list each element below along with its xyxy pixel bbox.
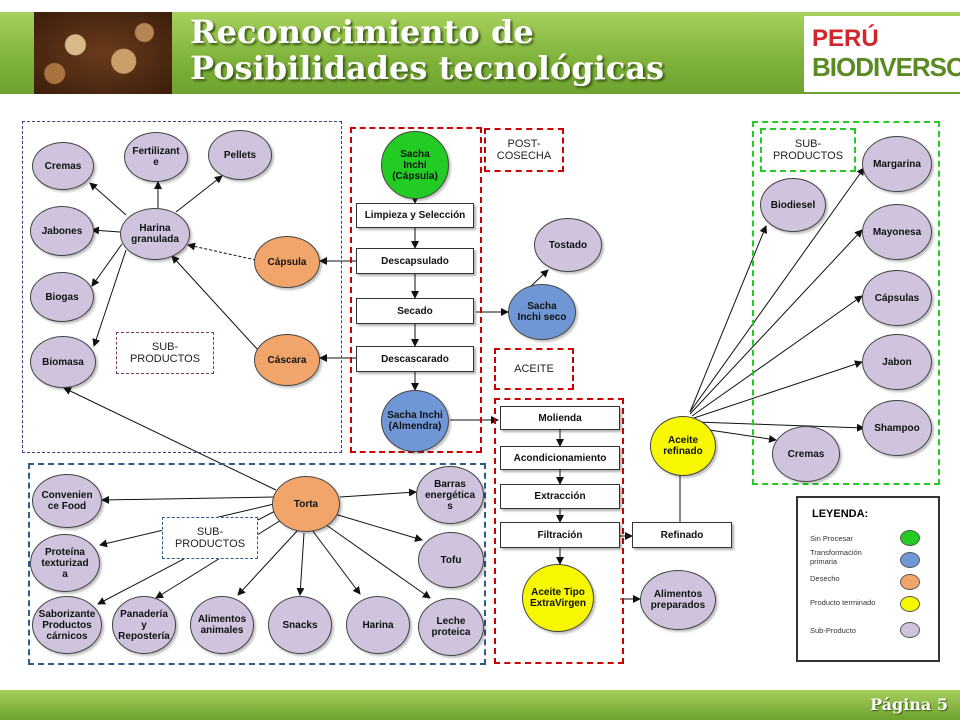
step-acondicionamiento: Acondicionamiento [500,446,620,470]
region-upper-left [22,121,342,453]
sacha-inchi-photo [34,12,172,94]
node-biomasa: Biomasa [30,336,96,388]
legend-swatch-producto-terminado [900,596,920,612]
node-tofu: Tofu [418,532,484,588]
region-post-cosecha [350,127,482,453]
step-limpieza-seleccion: Limpieza y Selección [356,203,474,228]
tag-post-cosecha: POST- COSECHA [484,128,564,172]
step-molienda: Molienda [500,406,620,430]
node-leche-proteica: Leche proteica [418,598,484,656]
node-cremas-left: Cremas [32,142,94,190]
page-title: Reconocimiento de Posibilidades tecnológ… [190,14,664,86]
step-descapsulado: Descapsulado [356,248,474,274]
node-snacks: Snacks [268,596,332,654]
legend-label-sub-producto: Sub-Producto [810,626,856,635]
logo-background [804,16,960,92]
page-number: Página 5 [870,695,948,714]
node-aceite-refinado: Aceite refinado [650,416,716,476]
node-cremas-right: Cremas [772,426,840,482]
tag-subproductos-right: SUB- PRODUCTOS [760,128,856,172]
logo-peru-text: PERÚ [812,25,879,52]
node-biogas: Biogas [30,272,94,322]
node-alimentos-animales: Alimentos animales [190,596,254,654]
node-harina: Harina [346,596,410,654]
step-descascarado: Descascarado [356,346,474,372]
node-proteina-texturizada: Proteína texturizad a [30,534,100,592]
legend-swatch-transformacion [900,552,920,568]
node-jabon: Jabon [862,334,932,390]
title-line-1: Reconocimiento de [190,13,534,51]
node-aceite-extravirgen: Aceite Tipo ExtraVirgen [522,564,594,632]
node-mayonesa: Mayonesa [862,204,932,260]
node-capsula: Cápsula [254,236,320,288]
node-capsulas: Cápsulas [862,270,932,326]
tag-subproductos-left: SUB- PRODUCTOS [116,332,214,374]
node-tostado: Tostado [534,218,602,272]
node-sacha-inchi-seco: Sacha Inchi seco [508,284,576,340]
region-aceite [494,398,624,664]
node-cascara: Cáscara [254,334,320,386]
step-refinado: Refinado [632,522,732,548]
node-margarina: Margarina [862,136,932,192]
tag-subproductos-bottom: SUB- PRODUCTOS [162,517,258,559]
node-panaderia: Panadería y Repostería [112,596,176,654]
legend-label-sin-procesar: Sin Procesar [810,534,853,543]
node-saborizante: Saborizante Productos cárnicos [32,596,102,654]
legend-swatch-sub-producto [900,622,920,638]
node-pellets: Pellets [208,130,272,180]
legend-swatch-sin-procesar [900,530,920,546]
node-jabones: Jabones [30,206,94,256]
node-sacha-inchi-capsula: Sacha Inchi (Cápsula) [381,131,449,199]
node-torta: Torta [272,476,340,532]
node-alimentos-preparados: Alimentos preparados [640,570,716,630]
step-extraccion: Extracción [500,484,620,509]
legend-label-producto-terminado: Producto terminado [810,598,876,607]
title-line-2: Posibilidades tecnológicas [190,49,665,87]
step-secado: Secado [356,298,474,324]
node-shampoo: Shampoo [862,400,932,456]
legend-swatch-desecho [900,574,920,590]
node-convenience-food: Convenien ce Food [32,474,102,528]
region-right-subproductos [752,121,940,485]
logo-biodiverso-text: BIODIVERSO [812,52,960,82]
node-harina-granulada: Harina granulada [120,208,190,260]
node-biodiesel: Biodiesel [760,178,826,232]
legend-label-transformacion: Transformación primaria [810,548,862,566]
legend-title: LEYENDA: [812,508,869,520]
node-fertilizante: Fertilizant e [124,132,188,182]
step-filtracion: Filtración [500,522,620,548]
tag-aceite: ACEITE [494,348,574,390]
footer-bar [0,690,960,720]
region-lower-left [28,463,486,665]
legend-label-desecho: Desecho [810,574,840,583]
node-barras-energeticas: Barras energética s [416,466,484,524]
node-sacha-inchi-almendra: Sacha Inchi (Almendra) [381,390,449,452]
